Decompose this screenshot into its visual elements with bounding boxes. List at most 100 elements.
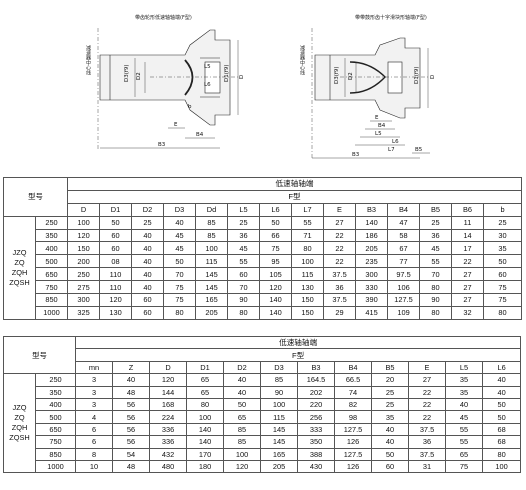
label-l6: L6 — [204, 82, 211, 88]
table-cell: 36 — [419, 228, 453, 243]
table-cell: 31 — [408, 459, 447, 474]
table-cell: 40 — [482, 373, 522, 387]
table-cell: 80 — [163, 305, 197, 320]
table-cell: 74 — [334, 385, 373, 399]
table-cell: 60 — [99, 228, 133, 243]
table-cell: 100 — [291, 254, 325, 269]
table-cell: 35 — [371, 410, 410, 424]
size-cell: 1000 — [34, 305, 69, 320]
t2-col-header: D2 — [223, 360, 262, 375]
table-cell: 68 — [482, 435, 522, 449]
table-cell: 40 — [163, 215, 197, 230]
table-cell: 430 — [297, 459, 336, 474]
table-cell: 275 — [67, 280, 101, 295]
table-cell: 60 — [99, 241, 133, 256]
table-cell: 336 — [149, 435, 188, 449]
table-cell: 3 — [75, 373, 114, 387]
t2-group-header: 低速轴轴端 — [75, 335, 522, 350]
size-cell: 500 — [34, 254, 69, 269]
table-cell: 82 — [334, 397, 373, 412]
table-cell: 25 — [227, 215, 261, 230]
label-d2: D2 — [136, 72, 142, 80]
table-cell: 80 — [419, 280, 453, 295]
t1-col-header: B6 — [451, 202, 485, 217]
t2-col-header: D — [149, 360, 188, 375]
t1-col-header: L5 — [227, 202, 261, 217]
table-cell: 390 — [355, 293, 389, 307]
table-cell: 55 — [419, 254, 453, 269]
table-cell: 300 — [355, 267, 389, 282]
t1-col-header: D1 — [99, 202, 133, 217]
table-cell: 90 — [260, 385, 299, 399]
label-b3: B3 — [158, 142, 166, 148]
table-cell: 22 — [451, 254, 485, 269]
table-cell: 85 — [195, 215, 229, 230]
size-cell: 400 — [34, 397, 77, 412]
t1-col-header: E — [323, 202, 357, 217]
table-cell: 35 — [445, 373, 484, 387]
table-cell: 25 — [131, 215, 165, 230]
right-centerline-label: 减速器中心线 — [299, 44, 305, 75]
label-b4: B4 — [196, 132, 204, 138]
table-cell: 165 — [260, 447, 299, 461]
table-cell: 90 — [419, 293, 453, 307]
table-cell: 90 — [227, 293, 261, 307]
table-cell: 110 — [99, 280, 133, 295]
table-cell: 150 — [67, 241, 101, 256]
label-r-d3: D3(f9) — [334, 67, 340, 84]
size-cell: 250 — [34, 373, 77, 387]
table-cell: 95 — [259, 254, 293, 269]
table-cell: 8 — [75, 447, 114, 461]
label-r-b4: B4 — [378, 123, 386, 129]
table-cell: 60 — [131, 305, 165, 320]
table-cell: 22 — [408, 385, 447, 399]
table-cell: 08 — [99, 254, 133, 269]
table-cell: 250 — [67, 267, 101, 282]
table-cell: 80 — [291, 241, 325, 256]
table-cell: 106 — [387, 280, 421, 295]
left-drawing-title: 带齿轮形低速轴轴端(F型) — [135, 14, 192, 21]
table-cell: 27 — [451, 267, 485, 282]
table-cell: 120 — [259, 280, 293, 295]
table-cell: 27 — [451, 293, 485, 307]
table-cell: 60 — [371, 459, 410, 474]
table-cell: 36 — [323, 280, 357, 295]
table-cell: 145 — [260, 422, 299, 437]
table-cell: 66.5 — [334, 373, 373, 387]
table-cell: 65 — [445, 447, 484, 461]
table-cell: 37.5 — [408, 447, 447, 461]
table-cell: 11 — [451, 215, 485, 230]
table-cell: 388 — [297, 447, 336, 461]
technical-drawings: 带齿轮形低速轴轴端(F型) 减速器中心线 D3(f9) D2 D1(f9) D … — [85, 14, 436, 160]
table-cell: 3 — [75, 385, 114, 399]
table-cell: 25 — [419, 215, 453, 230]
table-cell: 70 — [227, 280, 261, 295]
table-cell: 40 — [371, 435, 410, 449]
label-b: b — [188, 104, 192, 110]
table-cell: 60 — [227, 267, 261, 282]
table-cell: 235 — [355, 254, 389, 269]
table-cell: 60 — [483, 267, 523, 282]
table-cell: 80 — [419, 305, 453, 320]
table-cell: 205 — [195, 305, 229, 320]
t2-col-header: mn — [75, 360, 114, 375]
table-cell: 56 — [112, 410, 151, 424]
t1-col-header: B3 — [355, 202, 389, 217]
table-cell: 224 — [149, 410, 188, 424]
t2-col-header: B4 — [334, 360, 373, 375]
table-cell: 145 — [195, 280, 229, 295]
table-cell: 127.5 — [387, 293, 421, 307]
table-cell: 180 — [186, 459, 225, 474]
size-cell: 500 — [34, 410, 77, 424]
model-name: ZQH — [11, 267, 28, 277]
table-cell: 256 — [297, 410, 336, 424]
label-r-d1: D1(f9) — [414, 67, 420, 84]
table-cell: 37.5 — [323, 267, 357, 282]
table-cell: 75 — [163, 293, 197, 307]
table-cell: 333 — [297, 422, 336, 437]
